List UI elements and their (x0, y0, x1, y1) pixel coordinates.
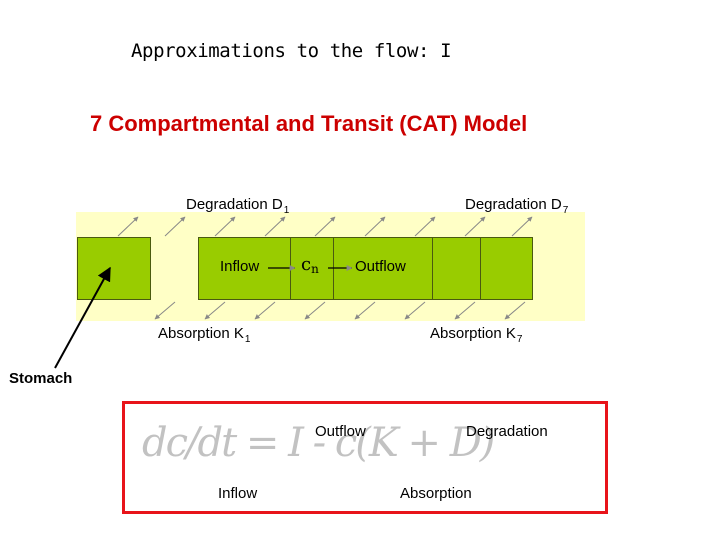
model-title: 7 Compartmental and Transit (CAT) Model (90, 111, 528, 136)
eq-inflow-label: Inflow (218, 485, 258, 502)
equation-panel (122, 401, 608, 514)
compartment-7 (480, 237, 533, 300)
degradation-d7-label: Degradation D7 (465, 196, 569, 216)
eq-absorption-label: Absorption (400, 485, 472, 502)
eq-outflow-label: Outflow (315, 423, 366, 440)
page-title: Approximations to the flow: I (131, 40, 452, 62)
equation-formula: dc/dt = I - c(K + D) (142, 420, 495, 466)
outflow-label: Outflow (355, 258, 406, 275)
degradation-arrows (117, 216, 533, 237)
stomach-arrow (54, 266, 111, 369)
stomach-compartment (77, 237, 151, 300)
stomach-label: Stomach (9, 370, 73, 387)
absorption-k1-label: Absorption K1 (158, 325, 251, 345)
absorption-arrows (154, 301, 526, 320)
inflow-label: Inflow (220, 258, 260, 275)
compartment-cn-label: cn (301, 254, 319, 276)
degradation-d1-label: Degradation D1 (186, 196, 290, 216)
compartment-cn (290, 237, 334, 300)
absorption-k7-label: Absorption K7 (430, 325, 523, 345)
compartment-6 (432, 237, 481, 300)
eq-degradation-label: Degradation (466, 423, 548, 440)
